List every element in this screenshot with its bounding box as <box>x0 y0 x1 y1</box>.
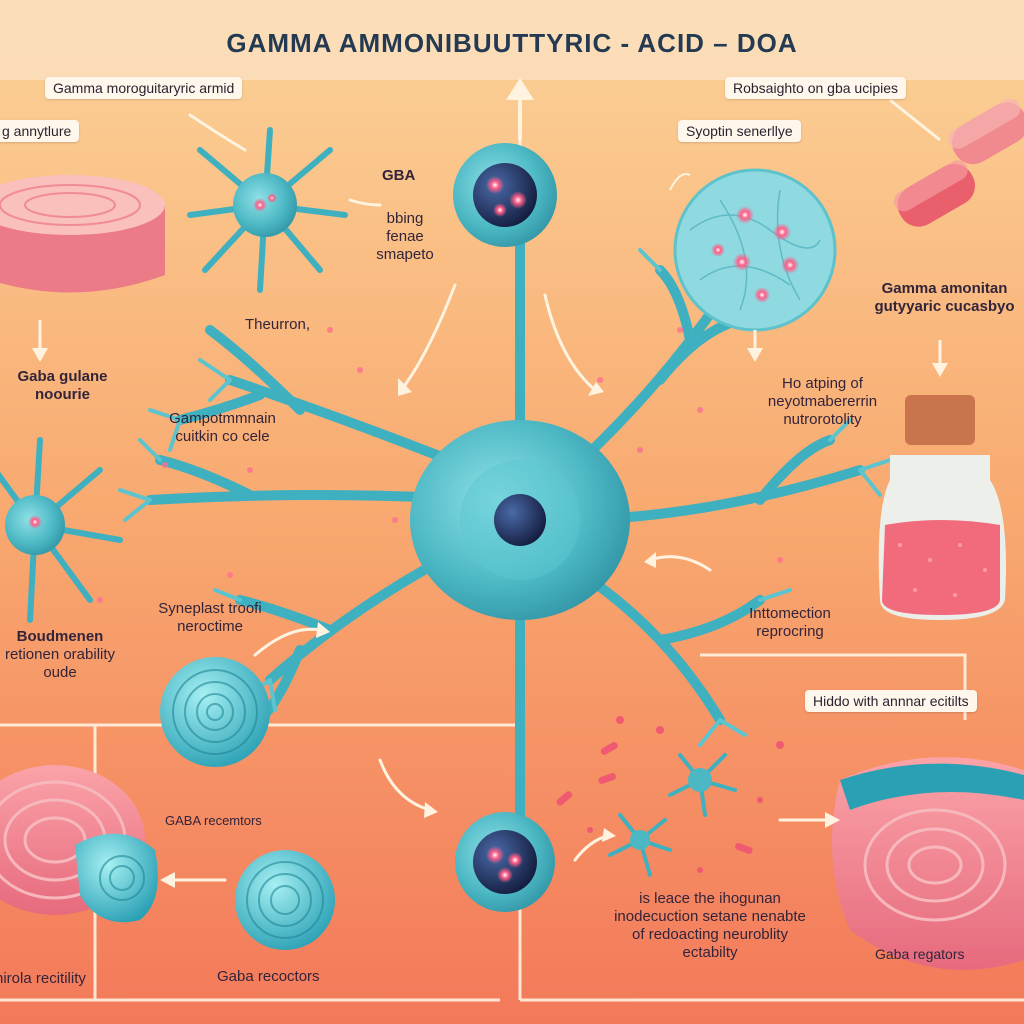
label-gamma-right: Gamma amonitan gutyyaric cucasbyo <box>862 280 1024 316</box>
label-box-synoptic: Syoptin senerllye <box>678 120 801 142</box>
label-gaba-receptors-bottom: Gaba recoctors <box>217 968 320 985</box>
label-gaba-receptors-small: GABA recemtors <box>165 813 262 828</box>
label-ho-atping-line3: nutrorotolity <box>783 411 862 428</box>
page-title: GAMMA AMMONIBUUTTYRIC - ACID – DOA <box>226 28 798 58</box>
label-synaptic: Syneplast troofi neroctime <box>130 600 290 636</box>
label-gaba-guane: Gaba gulane noourie <box>0 368 130 404</box>
label-boudmenen-line3: oude <box>43 664 77 681</box>
label-gaba-regulators: Gaba regators <box>875 946 965 962</box>
label-boudmenen-line1: Boudmenen <box>16 628 104 645</box>
label-bottom-center: is leace the ihogunan inodecuction setan… <box>585 890 835 962</box>
label-synaptic-line2: neroctime <box>177 618 243 635</box>
label-gamma-right-line1: Gamma amonitan <box>881 280 1008 297</box>
label-bottom-center-line3: of redoacting neuroblity <box>632 926 788 943</box>
label-bottom-center-line4: ectabilty <box>682 944 738 961</box>
label-gaba-guane-line1: Gaba gulane <box>17 368 108 385</box>
label-being-line2: fenae <box>386 228 424 245</box>
label-bottom-center-line2: inodecuction setane nenabte <box>614 908 806 925</box>
label-gampotm-line2: cuitkin co cele <box>175 428 270 445</box>
label-gaba-guane-line2: noourie <box>35 386 90 403</box>
label-intto: Inttomection reprocring <box>720 605 860 641</box>
label-gampotm: Gampotmmnain cuitkin co cele <box>140 410 305 446</box>
label-ho-atping-line2: neyotmabererrin <box>767 393 878 410</box>
label-synaptic-line1: Syneplast troofi <box>158 600 262 617</box>
label-box-top-left: Gamma moroguitaryric armid <box>45 77 243 99</box>
label-boudmenen-line2: retionen orability <box>4 646 116 663</box>
label-box-left: g annytlure <box>0 120 80 142</box>
label-theurron: Theurron, <box>245 316 311 333</box>
label-intto-line2: reprocring <box>756 623 824 640</box>
label-bottom-left: nirola recitility <box>0 970 86 987</box>
label-ho-atping: Ho atping of neyotmabererrin nutrorotoli… <box>740 375 905 429</box>
label-ho-atping-line1: Ho atping of <box>782 375 863 392</box>
label-being-line3: smapeto <box>376 246 434 263</box>
label-box-top-right: Robsaighto on gba ucipies <box>725 77 907 99</box>
label-being: bbing fenae smapeto <box>370 210 440 264</box>
label-gampotm-line1: Gampotmmnain <box>169 410 276 427</box>
label-gamma-right-line2: gutyyaric cucasbyo <box>874 298 1015 315</box>
label-being-line1: bbing <box>386 210 424 227</box>
label-intto-line1: Inttomection <box>749 605 831 622</box>
label-bottom-center-line1: is leace the ihogunan <box>639 890 781 907</box>
label-gba: GBA <box>382 167 416 184</box>
label-boudmenen: Boudmenen retionen orability oude <box>0 628 135 682</box>
label-box-hiddo: Hiddo with annnar ecitilts <box>805 690 977 712</box>
